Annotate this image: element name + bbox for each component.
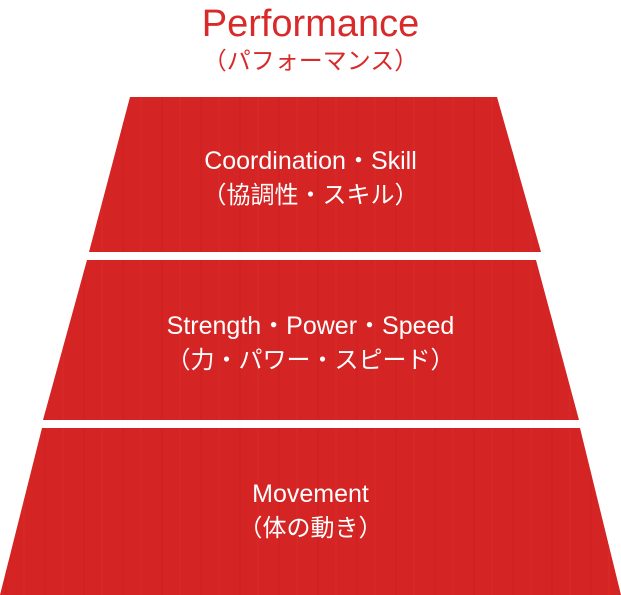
pyramid-subtitle: （パフォーマンス） (202, 47, 419, 75)
tier-top-label: Coordination・Skill （協調性・スキル） (0, 144, 621, 212)
tier-top-label-jp: （協調性・スキル） (202, 181, 419, 209)
tier-middle-label-jp: （力・パワー・スピード） (166, 346, 455, 374)
tier-bottom-label: Movement （体の動き） (0, 477, 621, 545)
tier-top-label-en: Coordination・Skill (204, 147, 417, 175)
tier-bottom-label-jp: （体の動き） (238, 514, 383, 542)
tier-middle-label-en: Strength・Power・Speed (166, 312, 455, 340)
pyramid-title: Performance (201, 3, 420, 45)
tier-bottom-label-en: Movement (252, 480, 369, 508)
tier-middle-label: Strength・Power・Speed （力・パワー・スピード） (0, 309, 621, 377)
